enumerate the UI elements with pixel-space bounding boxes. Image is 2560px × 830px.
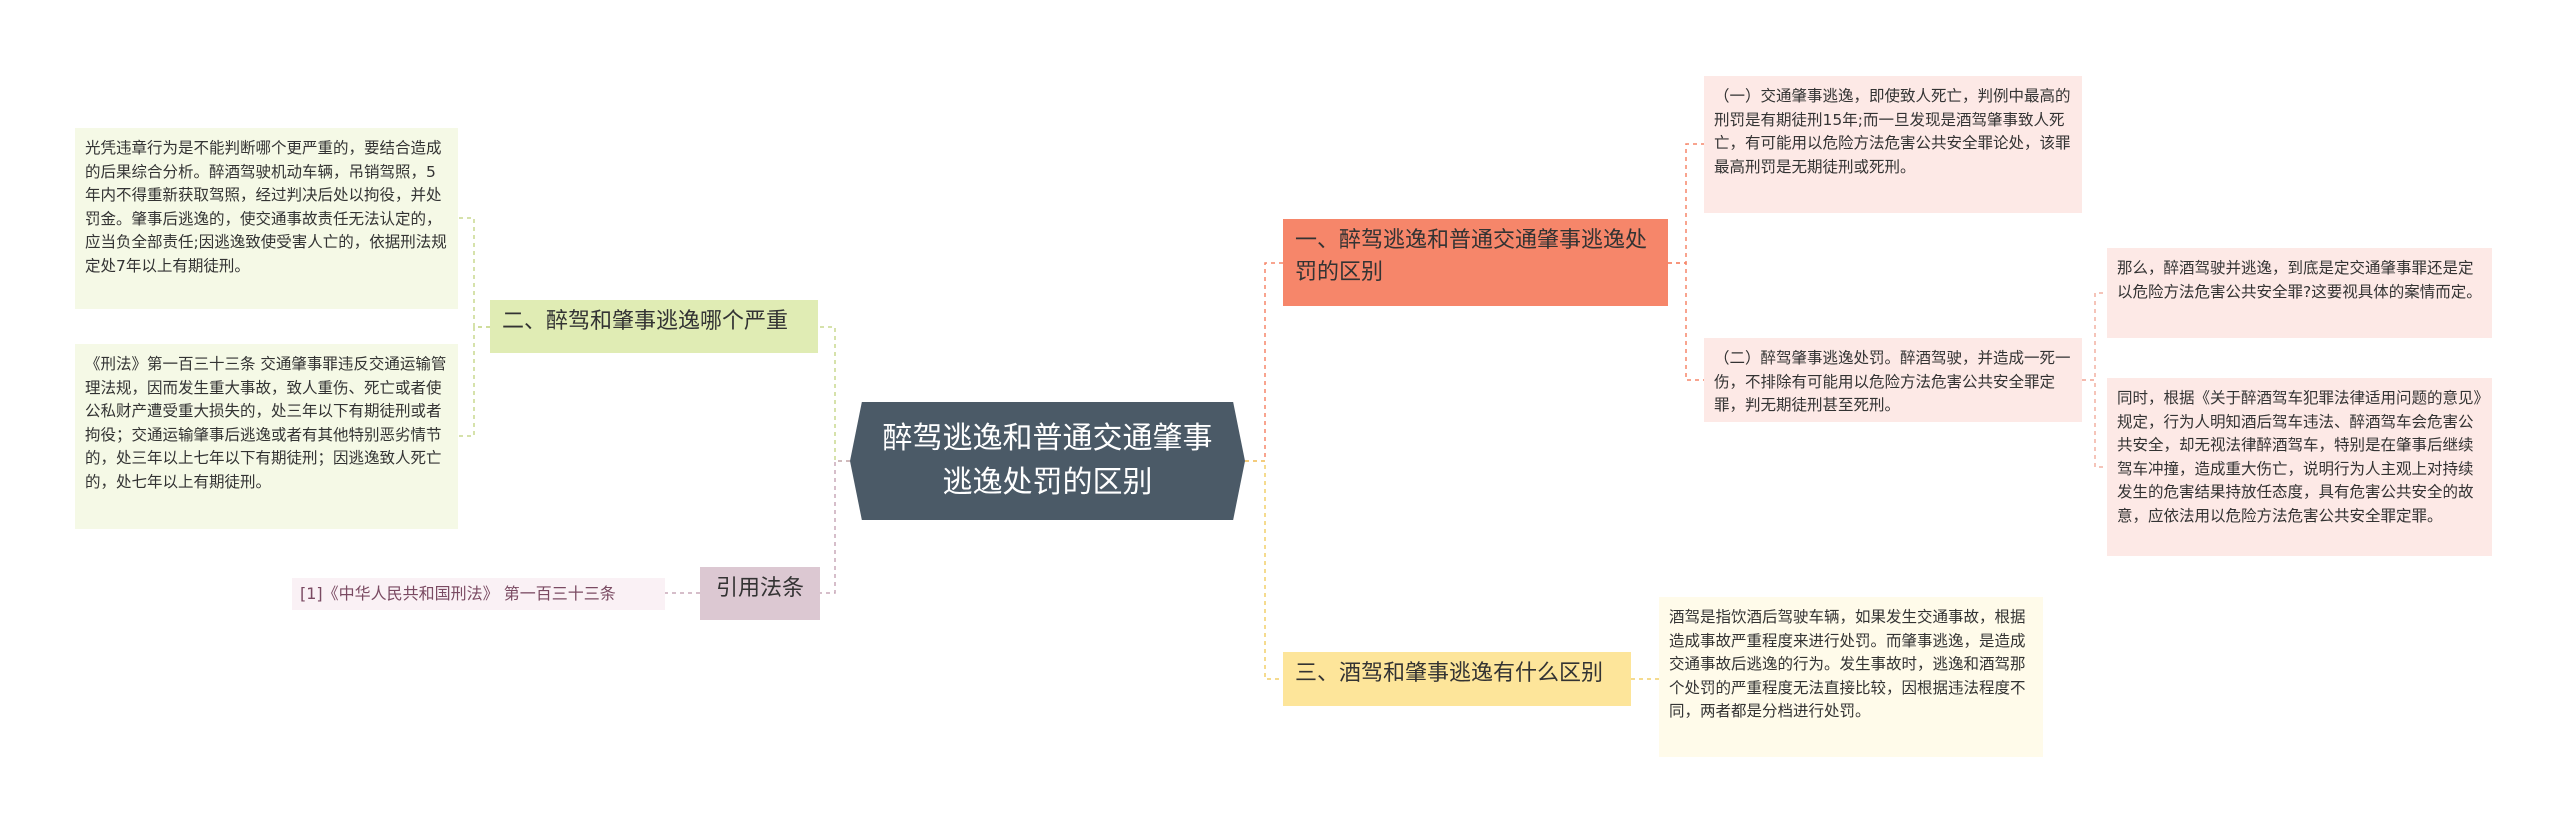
leaf-legal-opinion[interactable]: 同时，根据《关于醉酒驾车犯罪法律适用问题的意见》规定，行为人明知酒后驾车违法、醉… [2107,378,2492,556]
leaf-severity-analysis[interactable]: 光凭违章行为是不能判断哪个更严重的，要结合造成的后果综合分析。醉酒驾驶机动车辆，… [75,128,458,309]
leaf-text: （二）醉驾肇事逃逸处罚。醉酒驾驶，并造成一死一伤，不排除有可能用以危险方法危害公… [1714,349,2071,414]
branch-label: 引用法条 [715,576,804,601]
leaf-criminal-law-article[interactable]: 《刑法》第一百三十三条 交通肇事罪违反交通运输管理法规，因而发生重大事故，致人重… [75,344,458,529]
link-l2-l3 [2082,292,2107,381]
link-b1-l1 [1668,143,1704,264]
link-b1-l2 [1668,262,1704,381]
branch-label: 三、酒驾和肇事逃逸有什么区别 [1295,661,1604,686]
root-topic[interactable]: 醉驾逃逸和普通交通肇事逃逸处罚的区别 [850,402,1245,520]
branch-label: 一、醉驾逃逸和普通交通肇事逃逸处罚的区别 [1295,228,1648,285]
reference-link[interactable]: [1]《中华人民共和国刑法》 第一百三十三条 [292,578,665,610]
leaf-text: 酒驾是指饮酒后驾驶车辆，如果发生交通事故，根据造成事故严重程度来进行处罚。而肇事… [1669,608,2026,720]
reference-text: [1]《中华人民共和国刑法》 第一百三十三条 [300,584,616,603]
link-b2-l7 [458,326,490,437]
link-l2-l4 [2082,379,2107,468]
leaf-traffic-accident-escape[interactable]: （一）交通肇事逃逸，即使致人死亡，判例中最高的刑罚是有期徒刑15年;而一旦发现是… [1704,76,2082,213]
branch-which-more-serious[interactable]: 二、醉驾和肇事逃逸哪个严重 [490,300,818,353]
branch-drink-driving-vs-hit-and-run[interactable]: 三、酒驾和肇事逃逸有什么区别 [1283,652,1631,706]
leaf-depends-on-case[interactable]: 那么，醉酒驾驶并逃逸，到底是定交通肇事罪还是定以危险方法危害公共安全罪?这要视具… [2107,248,2492,338]
root-topic-label: 醉驾逃逸和普通交通肇事逃逸处罚的区别 [882,421,1213,500]
link-root-b2 [818,326,850,462]
link-root-b3 [1245,460,1283,680]
branch-cited-law[interactable]: 引用法条 [700,567,820,620]
link-root-b1 [1245,262,1283,462]
link-root-b4 [820,460,850,594]
leaf-drink-driving-definition[interactable]: 酒驾是指饮酒后驾驶车辆，如果发生交通事故，根据造成事故严重程度来进行处罚。而肇事… [1659,597,2043,757]
leaf-text: （一）交通肇事逃逸，即使致人死亡，判例中最高的刑罚是有期徒刑15年;而一旦发现是… [1714,87,2071,176]
leaf-drunk-driving-escape-penalty[interactable]: （二）醉驾肇事逃逸处罚。醉酒驾驶，并造成一死一伤，不排除有可能用以危险方法危害公… [1704,338,2082,422]
leaf-text: 同时，根据《关于醉酒驾车犯罪法律适用问题的意见》规定，行为人明知酒后驾车违法、醉… [2117,389,2482,525]
branch-difference-penalty[interactable]: 一、醉驾逃逸和普通交通肇事逃逸处罚的区别 [1283,219,1668,306]
branch-label: 二、醉驾和肇事逃逸哪个严重 [502,309,789,334]
link-b2-l6 [458,217,490,328]
leaf-text: 光凭违章行为是不能判断哪个更严重的，要结合造成的后果综合分析。醉酒驾驶机动车辆，… [85,139,447,275]
leaf-text: 《刑法》第一百三十三条 交通肇事罪违反交通运输管理法规，因而发生重大事故，致人重… [85,355,447,491]
leaf-text: 那么，醉酒驾驶并逃逸，到底是定交通肇事罪还是定以危险方法危害公共安全罪?这要视具… [2117,259,2482,301]
